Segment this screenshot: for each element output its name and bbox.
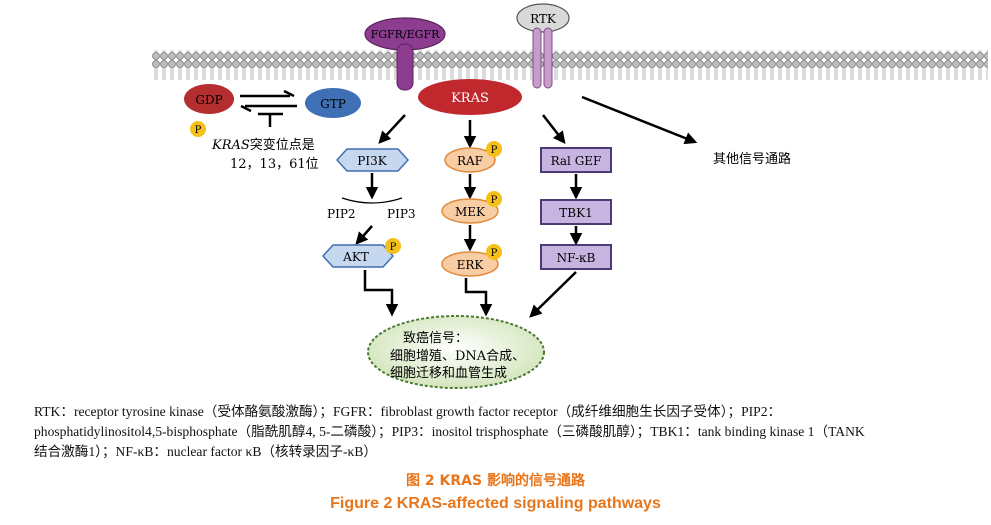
pip-conversion-curve xyxy=(341,197,403,204)
gdp-node xyxy=(184,84,234,114)
phospho-circle-mek xyxy=(486,191,502,207)
arrow-erk-outcome xyxy=(464,278,493,317)
ralgef-node xyxy=(540,147,612,173)
oncogenic-signal-line2: 细胞增殖、DNA合成、 xyxy=(390,348,525,364)
rtk-label: RTK xyxy=(530,12,557,26)
figure-title-english: Figure 2 KRAS-affected signaling pathway… xyxy=(330,495,661,512)
oncogenic-signal-oval xyxy=(367,315,545,389)
phospho-circle-gdp xyxy=(190,121,206,137)
gtp-node xyxy=(305,88,361,118)
mek-label: MEK xyxy=(455,205,486,219)
ralgef-label: Ral GEF xyxy=(551,154,602,168)
cell-membrane xyxy=(152,50,988,80)
arrow-kras-other xyxy=(581,95,698,145)
phospho-label: P xyxy=(390,242,397,253)
arrow-kras-pi3k xyxy=(378,114,406,144)
legend-line-3: 结合激酶1）；NF-κB：nuclear factor κB（核转录因子-κB） xyxy=(34,444,377,459)
rtk-receptor: RTK xyxy=(516,3,570,89)
arrow-pip-akt xyxy=(355,225,373,245)
other-pathways-label: 其他信号通路 xyxy=(713,151,791,167)
nfkb-node xyxy=(540,244,612,270)
pi3k-node xyxy=(335,148,410,172)
tbk1-node xyxy=(540,199,612,225)
erk-label: ERK xyxy=(457,258,485,272)
akt-node xyxy=(321,244,395,268)
gdp-gtp-equilibrium xyxy=(240,89,297,113)
phospho-label: P xyxy=(195,125,202,136)
phospho-label: P xyxy=(491,248,498,259)
oncogenic-signal-line3: 细胞迁移和血管生成 xyxy=(390,366,507,381)
erk-node xyxy=(441,251,499,277)
tbk1-label: TBK1 xyxy=(559,206,592,220)
mutation-suffix: 突变位点是 xyxy=(250,137,315,153)
pi3k-label: PI3K xyxy=(357,154,387,168)
gdp-label: GDP xyxy=(195,93,222,107)
phospho-circle-erk xyxy=(486,244,502,260)
mek-node xyxy=(441,198,499,224)
arrow-kras-ralgef xyxy=(542,114,566,144)
mutation-note: KRAS突变位点是 xyxy=(211,137,315,153)
fgfr-egfr-receptor: FGFR/EGFR xyxy=(364,17,446,91)
figure-title-chinese: 图 2 KRAS 影响的信号通路 xyxy=(406,473,585,489)
arrow-akt-outcome xyxy=(363,270,399,317)
abbreviation-legend: RTK：receptor tyrosine kinase（受体酪氨酸激酶）；FG… xyxy=(34,402,974,462)
mutation-sites: 12，13，61位 xyxy=(230,157,319,172)
phospho-circle-raf xyxy=(486,141,502,157)
legend-line-1: RTK：receptor tyrosine kinase（受体酪氨酸激酶）；FG… xyxy=(34,404,782,419)
kras-node xyxy=(418,79,522,115)
phospho-label: P xyxy=(491,195,498,206)
pip3-label: PIP3 xyxy=(387,207,416,221)
phospho-circle-akt xyxy=(385,238,401,254)
nfkb-label: NF-κB xyxy=(557,251,596,265)
arrow-nfkb-outcome xyxy=(529,271,577,318)
kras-pathway-diagram: FGFR/EGFR RTK KRAS GDP GTP P KRAS突变位点是 1… xyxy=(152,3,988,389)
pip2-label: PIP2 xyxy=(327,207,356,221)
raf-label: RAF xyxy=(457,154,483,168)
fgfr-egfr-label: FGFR/EGFR xyxy=(371,28,440,41)
gtp-label: GTP xyxy=(320,97,346,111)
phospho-label: P xyxy=(491,145,498,156)
akt-label: AKT xyxy=(342,250,369,264)
inhibition-mark xyxy=(258,112,283,127)
legend-line-2: phosphatidylinositol4,5-bisphosphate（脂酰肌… xyxy=(34,424,865,439)
oncogenic-signal-title: 致癌信号： xyxy=(403,330,468,346)
raf-node xyxy=(444,147,496,173)
kras-label: KRAS xyxy=(451,91,489,106)
mutation-gene: KRAS xyxy=(211,138,250,153)
